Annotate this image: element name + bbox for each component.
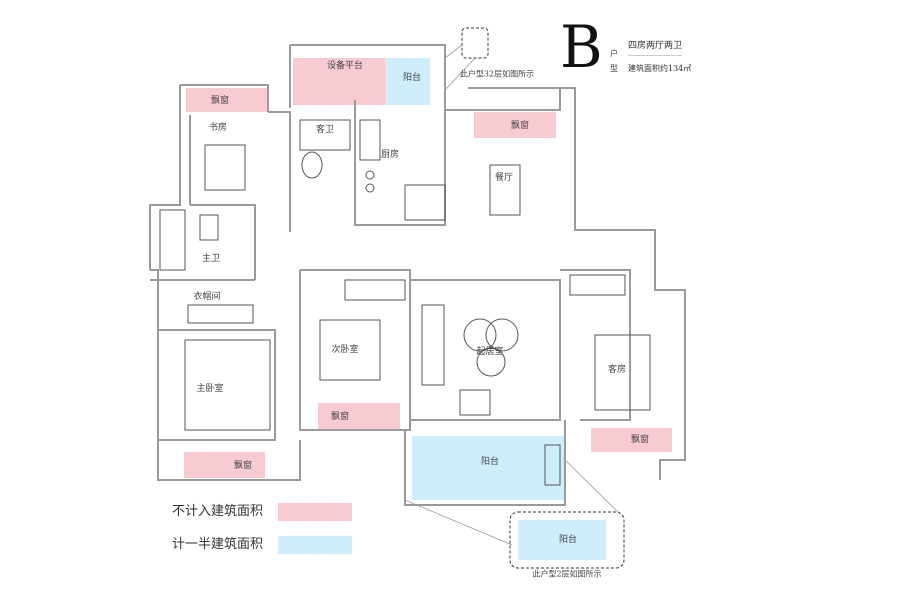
floor32-callout (461, 27, 489, 59)
room-bay-study: 飘窗 (210, 96, 230, 106)
room-guest-bath: 客卫 (315, 125, 335, 135)
legend-label-non-counted: 不计入建筑面积 (172, 504, 264, 519)
room-bay-guest: 飘窗 (630, 435, 650, 445)
bay-window-second (318, 403, 400, 430)
half-counted-areas (385, 58, 606, 560)
room-balcony-main: 阳台 (480, 457, 500, 467)
unit-type-letter: B (560, 13, 603, 81)
room-bay-dining: 飘窗 (510, 121, 530, 131)
bay-window-study (186, 88, 268, 112)
room-master-bedroom: 主卧室 (196, 384, 224, 394)
room-kitchen: 厨房 (380, 150, 400, 160)
room-dining: 餐厅 (494, 173, 514, 183)
room-bay-second: 飘窗 (330, 412, 350, 422)
room-balcony-floor2: 阳台 (558, 535, 578, 545)
balcony-top-area (385, 58, 430, 105)
equipment-platform-area (293, 58, 385, 105)
callout-leaders (404, 44, 621, 546)
room-closet: 衣帽间 (193, 292, 221, 302)
floor2-note: 此户型2层如图所示 (532, 569, 602, 579)
legend-swatch-pink (278, 503, 352, 521)
walls (149, 44, 686, 506)
room-study: 书房 (208, 123, 228, 133)
room-master-bath: 主卫 (201, 254, 221, 264)
legend-swatch-blue (278, 536, 352, 554)
floor32-note: 此户型32层如图所示 (459, 69, 535, 79)
bay-window-master (184, 452, 265, 478)
building-area: 建筑面积约134㎡ (628, 64, 692, 73)
floor2-callout (509, 511, 625, 569)
room-bay-master: 飘窗 (233, 461, 253, 471)
layout-description: 四房两厅两卫 (628, 40, 683, 56)
legend-label-half-counted: 计一半建筑面积 (172, 537, 264, 552)
unit-type-label-2: 型 (610, 64, 618, 73)
room-equipment-platform: 设备平台 (326, 61, 364, 71)
unit-type-label-1: 户 (610, 49, 618, 58)
furniture (159, 119, 651, 486)
room-guest-room: 客房 (607, 365, 627, 375)
balcony-floor2-area (518, 520, 606, 560)
bay-window-guest (591, 428, 672, 452)
balcony-main-area (412, 436, 564, 500)
non-counted-areas (184, 58, 672, 478)
room-balcony-top: 阳台 (402, 73, 422, 83)
room-living: 起居室 (476, 347, 504, 357)
bay-window-dining (474, 112, 556, 138)
room-second-bedroom: 次卧室 (331, 345, 359, 355)
